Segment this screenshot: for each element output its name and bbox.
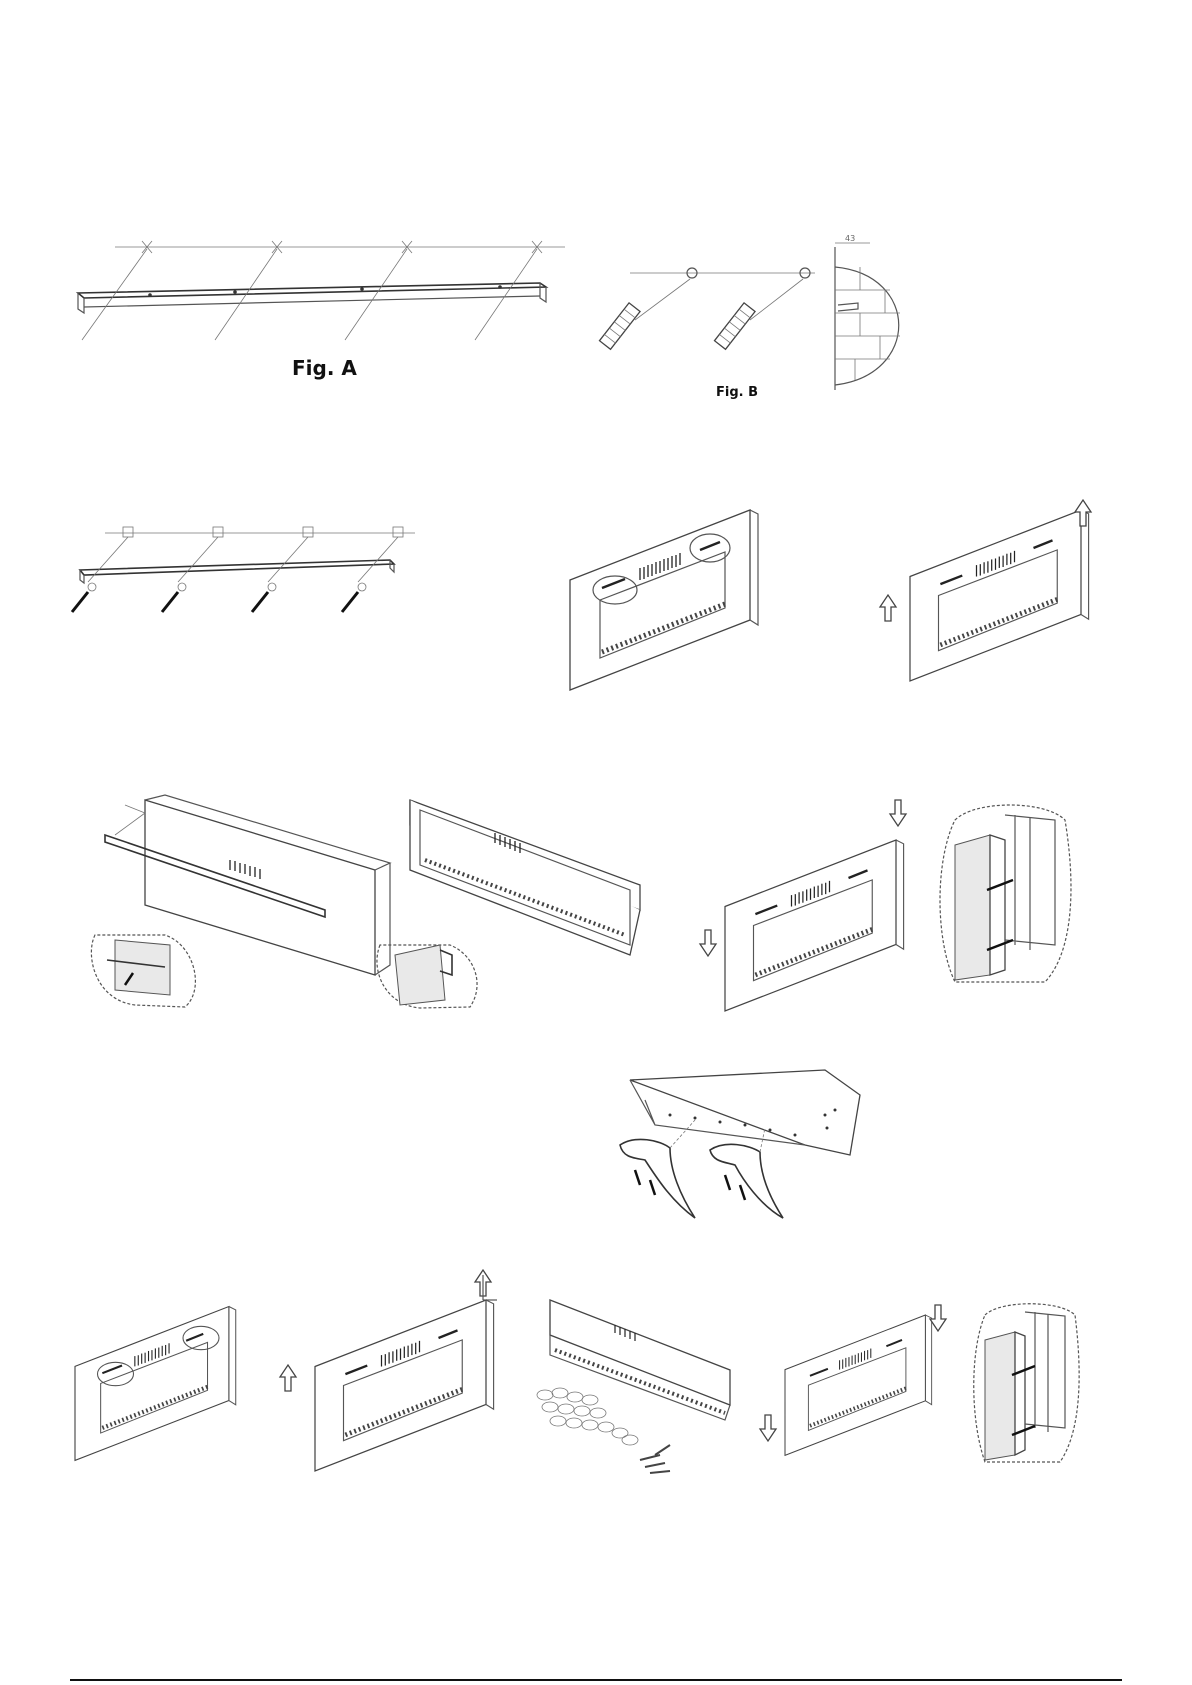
fireplace-hang-on-bracket bbox=[570, 510, 770, 700]
dimension-label: 43 bbox=[845, 234, 855, 243]
feet-attachment bbox=[615, 1070, 875, 1220]
fireplace-slide-down bbox=[690, 800, 910, 1020]
fig-a-caption: Fig. A bbox=[292, 356, 357, 380]
glass-refit-down bbox=[760, 1305, 970, 1480]
page-bottom-rule bbox=[70, 1679, 1122, 1681]
log-pebble-bed bbox=[530, 1295, 740, 1485]
inset-frame-side-fix bbox=[380, 795, 650, 1010]
fig-a-bracket-marking bbox=[70, 235, 570, 345]
glass-lift-off bbox=[275, 1270, 505, 1480]
glass-side-detail bbox=[970, 1300, 1080, 1465]
fig-b-wall-plugs: 43 bbox=[590, 235, 910, 395]
glass-remove-clips bbox=[75, 1295, 255, 1480]
bracket-screwed-to-wall bbox=[60, 520, 420, 620]
frame-side-detail bbox=[935, 800, 1075, 985]
fireplace-lift-up bbox=[880, 500, 1120, 690]
recessed-frame-bracket bbox=[85, 795, 385, 1010]
fig-b-caption: Fig. B bbox=[716, 385, 758, 400]
